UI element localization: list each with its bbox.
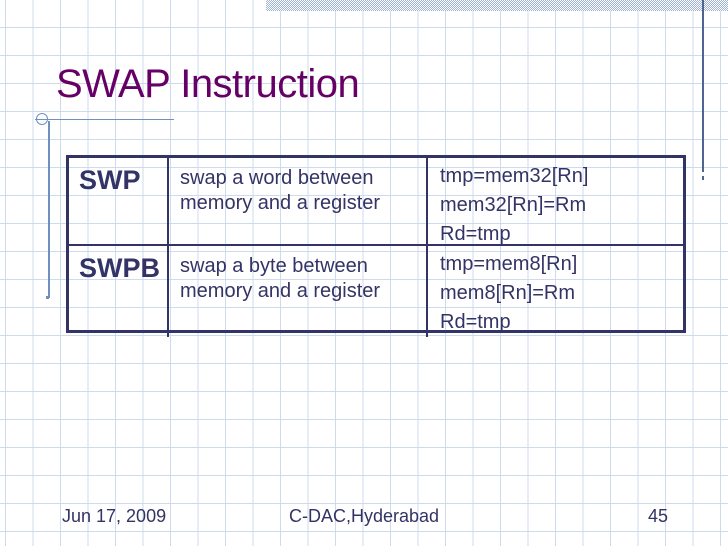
operation-line: tmp=mem8[Rn]: [440, 253, 578, 275]
table-cell-description: swap a byte between memory and a registe…: [169, 246, 428, 337]
compass-crosshair-icon: [36, 113, 48, 125]
left-vertical-rule: [48, 121, 50, 298]
table-cell-description: swap a word between memory and a registe…: [169, 158, 428, 246]
left-vertical-rule-end-dot: [46, 296, 49, 299]
mnemonic-label: SWP: [79, 165, 141, 195]
table-cell-operations: tmp=mem8[Rn] mem8[Rn]=Rm Rd=tmp: [428, 246, 683, 337]
title-underline-rule: [35, 119, 174, 120]
right-vertical-rule: [702, 0, 704, 172]
table-cell-mnemonic: SWPB: [69, 246, 169, 337]
mnemonic-label: SWPB: [79, 253, 160, 283]
operation-line: Rd=tmp: [440, 223, 511, 245]
operation-line: Rd=tmp: [440, 311, 511, 333]
footer-date: Jun 17, 2009: [62, 506, 167, 526]
swap-instruction-table: SWP swap a word between memory and a reg…: [66, 155, 686, 337]
operation-line: mem8[Rn]=Rm: [440, 282, 576, 304]
description-text: swap a byte between memory and a registe…: [180, 255, 381, 302]
operation-line: mem32[Rn]=Rm: [440, 194, 587, 216]
description-text: swap a word between memory and a registe…: [180, 167, 381, 214]
dithered-top-bar: [266, 0, 728, 11]
operation-line: tmp=mem32[Rn]: [440, 165, 589, 187]
table-cell-operations: tmp=mem32[Rn] mem32[Rn]=Rm Rd=tmp: [428, 158, 683, 246]
right-vertical-rule-end-dot: [702, 176, 704, 180]
footer-slide-number: 45: [647, 506, 668, 526]
slide-title: SWAP Instruction: [56, 62, 360, 106]
table-cell-mnemonic: SWP: [69, 158, 169, 246]
footer-organization: C-DAC,Hyderabad: [288, 506, 440, 526]
